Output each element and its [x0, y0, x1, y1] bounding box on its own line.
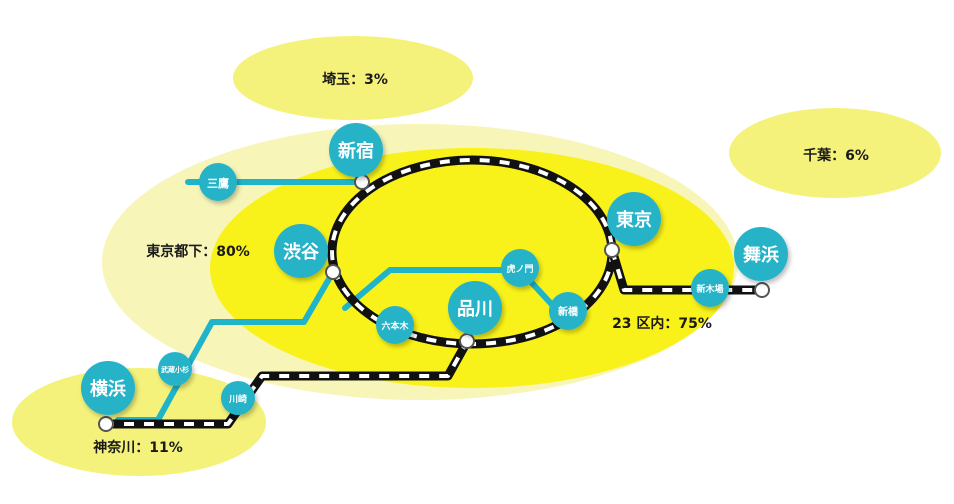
station-musashikosugi-label: 武蔵小杉 — [161, 365, 189, 374]
major-stations: 新宿 渋谷 東京 品川 横浜 舞浜 — [81, 123, 788, 415]
node-yokohama — [98, 416, 114, 432]
station-musashikosugi: 武蔵小杉 — [158, 352, 192, 386]
node-shibuya — [325, 264, 341, 280]
station-maihama: 舞浜 — [734, 227, 788, 281]
station-shinjuku-label: 新宿 — [338, 140, 374, 162]
station-tokyo: 東京 — [607, 192, 661, 246]
junction-nodes — [98, 174, 770, 432]
station-mitaka-label: 三鷹 — [207, 176, 229, 190]
station-yokohama-label: 横浜 — [90, 378, 126, 400]
station-shinagawa: 品川 — [448, 281, 502, 335]
station-shinagawa-label: 品川 — [457, 299, 493, 320]
region-saitama — [233, 36, 473, 120]
label-saitama: 埼玉：3% — [322, 71, 388, 88]
label-chiba: 千葉：6% — [803, 147, 869, 164]
station-yokohama: 横浜 — [81, 361, 135, 415]
station-shinkiba: 新木場 — [691, 269, 729, 307]
station-kawasaki-label: 川崎 — [228, 393, 247, 405]
track-shinagawa-yokohama-dash — [106, 339, 470, 426]
node-maihama — [754, 282, 770, 298]
station-shibuya-label: 渋谷 — [283, 241, 320, 263]
node-shinjuku — [354, 174, 370, 190]
node-tokyo — [604, 242, 620, 258]
station-shinkiba-label: 新木場 — [696, 283, 723, 295]
node-shinagawa — [459, 333, 475, 349]
line-shibuya-shinbashi — [342, 267, 571, 325]
track-tokyo-maihama-dash — [610, 249, 762, 292]
station-kawasaki: 川崎 — [221, 381, 255, 415]
station-shinjuku: 新宿 — [329, 123, 383, 177]
station-toranomon-label: 虎ノ門 — [506, 263, 533, 275]
region-chiba — [729, 108, 941, 198]
station-tokyo-label: 東京 — [616, 209, 652, 231]
station-shimbashi: 新橋 — [549, 292, 587, 330]
label-kanagawa: 神奈川：11% — [93, 439, 183, 456]
station-maihama-label: 舞浜 — [743, 244, 779, 266]
label-tokyo-suburbs: 東京都下：80% — [146, 243, 250, 260]
station-mitaka: 三鷹 — [199, 163, 237, 201]
minor-stations: 三鷹 虎ノ門 六本木 新橋 新木場 武蔵小杉 川崎 — [158, 163, 729, 415]
label-23ku: 23 区内：75% — [612, 315, 712, 332]
station-shibuya: 渋谷 — [274, 224, 328, 278]
station-toranomon: 虎ノ門 — [501, 249, 539, 287]
station-shimbashi-label: 新橋 — [558, 305, 579, 318]
station-roppongi-label: 六本木 — [381, 320, 409, 332]
station-roppongi: 六本木 — [376, 306, 414, 344]
